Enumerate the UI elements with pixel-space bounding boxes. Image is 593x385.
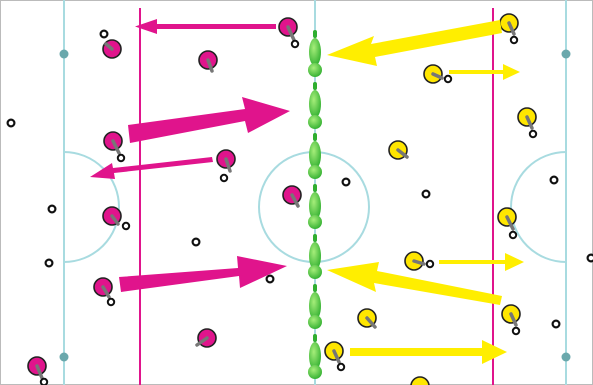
pucks (6, 29, 593, 329)
pin[interactable] (308, 30, 322, 77)
magenta-moves (90, 19, 290, 292)
team-magenta (27, 17, 302, 385)
puck[interactable] (549, 175, 559, 185)
yellow-player[interactable] (324, 341, 346, 372)
yellow-player[interactable] (404, 251, 435, 271)
faceoff-dot (561, 49, 571, 59)
pin[interactable] (308, 184, 322, 229)
magenta-player[interactable] (216, 149, 236, 183)
magenta-player[interactable] (282, 185, 302, 208)
pins (308, 30, 322, 379)
magenta-player[interactable] (198, 50, 218, 73)
faceoff-dot (59, 49, 69, 59)
magenta-player[interactable] (102, 39, 122, 59)
puck[interactable] (265, 274, 275, 284)
pin[interactable] (308, 234, 322, 279)
yellow-player[interactable] (423, 64, 453, 84)
faceoff-circle-right (510, 151, 567, 263)
yellow-move-arrow[interactable] (327, 262, 502, 305)
puck[interactable] (99, 29, 109, 39)
magenta-player[interactable] (103, 131, 126, 163)
faceoff-dots (59, 49, 571, 362)
yellow-player[interactable] (517, 107, 538, 139)
puck[interactable] (341, 177, 351, 187)
magenta-player[interactable] (27, 356, 49, 385)
faceoff-dot (561, 352, 571, 362)
magenta-move-arrow[interactable] (90, 157, 213, 179)
yellow-player[interactable] (357, 308, 377, 329)
yellow-move-arrow[interactable] (327, 20, 502, 66)
puck[interactable] (47, 204, 57, 214)
yellow-player[interactable] (410, 376, 430, 385)
puck[interactable] (551, 319, 561, 329)
magenta-player[interactable] (195, 328, 217, 348)
puck[interactable] (6, 118, 16, 128)
magenta-move-arrow[interactable] (135, 19, 276, 34)
magenta-player[interactable] (278, 17, 300, 49)
yellow-move-arrow[interactable] (350, 340, 507, 364)
yellow-player[interactable] (501, 304, 521, 336)
pin[interactable] (308, 133, 322, 179)
yellow-move-arrow[interactable] (439, 253, 524, 271)
puck[interactable] (421, 189, 431, 199)
magenta-move-arrow[interactable] (119, 256, 287, 292)
team-yellow (324, 13, 538, 385)
faceoff-circle-left (63, 151, 120, 263)
faceoff-dot (59, 352, 69, 362)
yellow-moves (327, 20, 524, 364)
yellow-move-arrow[interactable] (449, 64, 520, 80)
magenta-player[interactable] (102, 206, 131, 231)
magenta-move-arrow[interactable] (128, 97, 290, 143)
magenta-player[interactable] (93, 277, 116, 307)
pin[interactable] (308, 284, 322, 329)
yellow-player[interactable] (499, 13, 519, 45)
puck[interactable] (586, 253, 593, 263)
pin[interactable] (308, 82, 322, 129)
pin[interactable] (308, 334, 322, 379)
yellow-player[interactable] (497, 207, 518, 240)
yellow-player[interactable] (388, 140, 409, 160)
puck[interactable] (44, 258, 54, 268)
puck[interactable] (191, 237, 201, 247)
